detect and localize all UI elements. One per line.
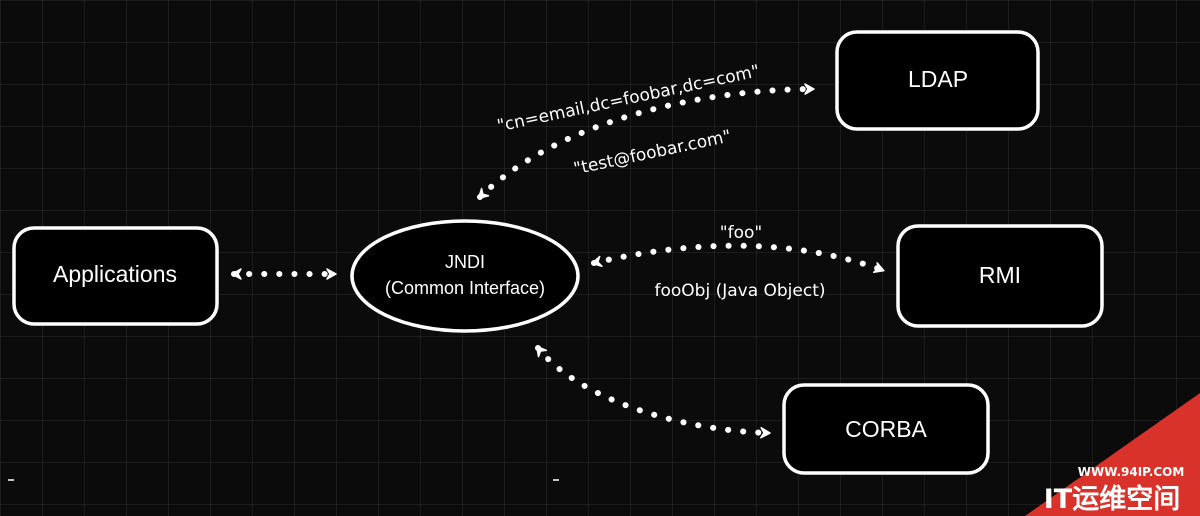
jndi-subtitle: (Common Interface) — [385, 278, 545, 298]
jndi-corba-edge — [535, 345, 771, 439]
applications-label: Applications — [53, 261, 177, 287]
jndi-node: JNDI (Common Interface) — [350, 219, 580, 333]
watermark-url: WWW.94IP.COM — [1078, 465, 1185, 479]
rmi-node: RMI — [896, 224, 1104, 328]
applications-node: Applications — [12, 226, 219, 326]
jndi-label: JNDI — [445, 252, 485, 272]
ldap-label: LDAP — [908, 66, 968, 92]
rmi-request-label: "foo" — [720, 223, 762, 243]
watermark-brand: IT运维空间 — [1044, 483, 1180, 515]
corba-node: CORBA — [782, 383, 990, 475]
ldap-request-label: "cn=email,dc=foobar,dc=com" — [495, 61, 761, 136]
jndi-rmi-edge — [591, 242, 885, 274]
watermark: WWW.94IP.COM IT运维空间 — [1025, 393, 1200, 516]
rmi-label: RMI — [979, 262, 1021, 288]
corba-label: CORBA — [845, 416, 927, 442]
jndi-ldap-edge — [477, 83, 815, 200]
watermark-corner-shape — [1025, 393, 1200, 516]
ldap-response-label: "test@foobar.com" — [572, 126, 733, 179]
ldap-node: LDAP — [835, 30, 1040, 131]
rmi-response-label: fooObj (Java Object) — [654, 281, 825, 301]
